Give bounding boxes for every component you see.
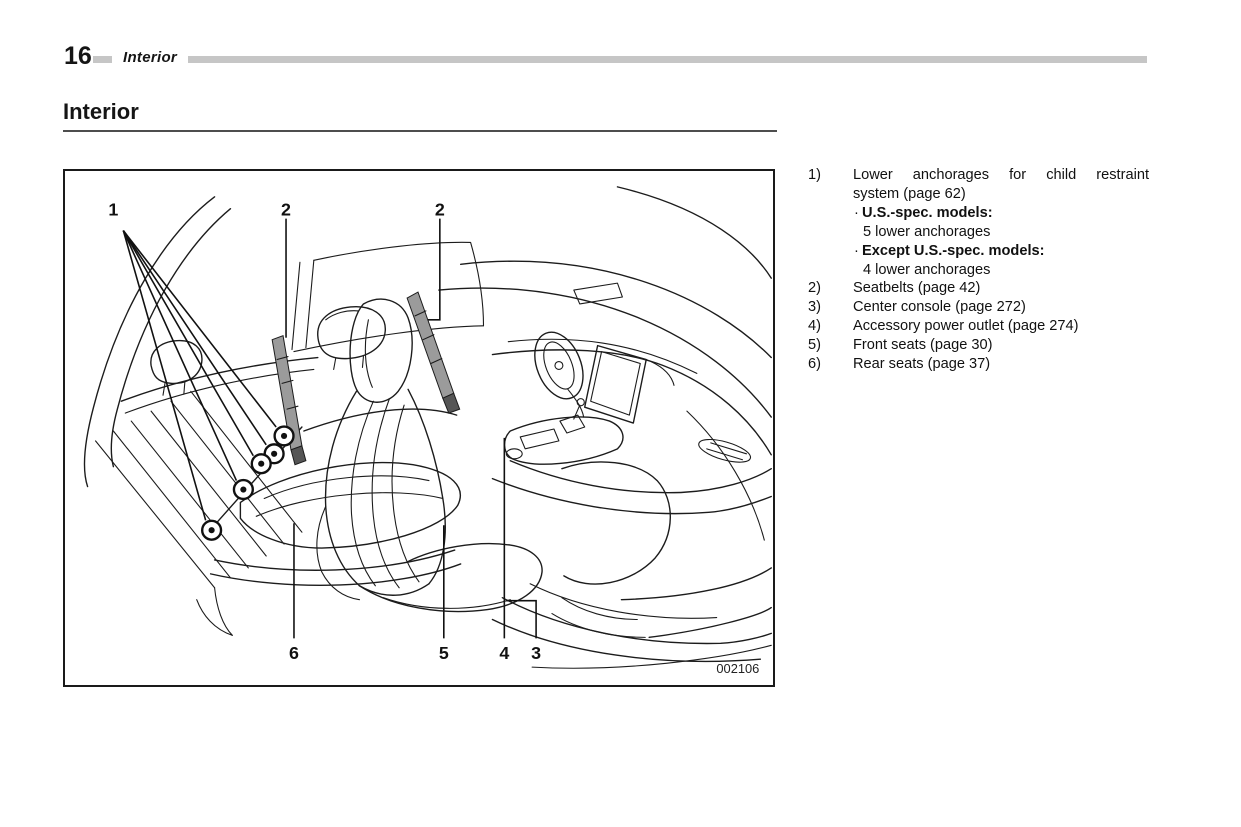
legend-item-text: Accessory power outlet (page 274) [853,318,1079,335]
legend-item-5: 5) Front seats (page 30) [808,336,1149,355]
legend-subitem-except-us-value: 4 lower anchorages [863,261,991,278]
anchor-point-markers [200,425,295,541]
figure-box: 1 2 2 6 5 4 3 002106 [63,169,775,687]
front-headrest [349,298,413,403]
cup-holder [505,448,523,460]
door-air-vent [698,438,752,463]
legend-item-number: 3) [808,299,821,316]
page-title: Interior [63,99,139,124]
legend: 1) Lower anchorages for child restraint … [808,166,1149,374]
callout-6: 6 [289,643,299,663]
seatbelts-drawing [271,291,461,466]
touchscreen [584,344,647,424]
rear-headrest-center [317,306,386,360]
rear-seat-drawing [94,306,462,636]
legend-item-text: Seatbelts (page 42) [853,280,981,297]
legend-item-text: Lower anchorages for child restraint [853,167,1149,183]
callout-lines [122,218,537,639]
steering-wheel [534,331,584,400]
legend-item-number: 2) [808,280,821,297]
legend-subitem-except-us: ·Except U.S.-spec. models: [854,242,1045,259]
legend-item-1: 1) Lower anchorages for child restraint … [808,166,1149,279]
callout-2a: 2 [281,200,291,220]
front-seat-drawing [316,298,543,613]
callout-1: 1 [108,200,118,220]
callout-5: 5 [439,643,449,663]
legend-item-text: Front seats (page 30) [853,337,993,354]
title-rule [63,130,777,132]
rear-seatbelt-buckle [290,445,307,466]
header-band [93,56,1147,63]
callout-labels: 1 2 2 6 5 4 3 [108,200,541,664]
header-section-label: Interior [112,49,189,66]
legend-item-2: 2) Seatbelts (page 42) [808,279,1149,298]
legend-item-number: 1) [808,167,821,183]
front-seatbelt-buckle [442,392,461,414]
callout-2b: 2 [435,200,445,220]
callout-3: 3 [531,643,541,663]
front-seatbelt [406,291,455,399]
rear-headrest-left [150,339,203,385]
dashboard-drawing [491,331,772,669]
legend-item-number: 6) [808,356,821,373]
car-interior-line-art: 1 2 2 6 5 4 3 002106 [83,186,772,676]
legend-item-4: 4) Accessory power outlet (page 274) [808,317,1149,336]
legend-item-text: Rear seats (page 37) [853,356,991,373]
legend-item-number: 5) [808,337,821,354]
legend-item-6: 6) Rear seats (page 37) [808,355,1149,374]
running-header: 16 Interior [0,0,1241,80]
driver-seat-drawing [491,461,772,663]
legend-item-text: system (page 62) [853,185,966,202]
figure-code: 002106 [716,661,759,676]
legend-subitem-us-value: 5 lower anchorages [863,223,991,240]
gear-shifter-knob [576,398,585,407]
callout-4: 4 [499,643,509,663]
legend-item-text: Center console (page 272) [853,299,1026,316]
legend-subitem-us: ·U.S.-spec. models: [854,204,993,221]
car-body-lines [83,186,772,488]
page-number: 16 [64,42,92,70]
legend-item-number: 4) [808,318,821,335]
legend-item-3: 3) Center console (page 272) [808,298,1149,317]
